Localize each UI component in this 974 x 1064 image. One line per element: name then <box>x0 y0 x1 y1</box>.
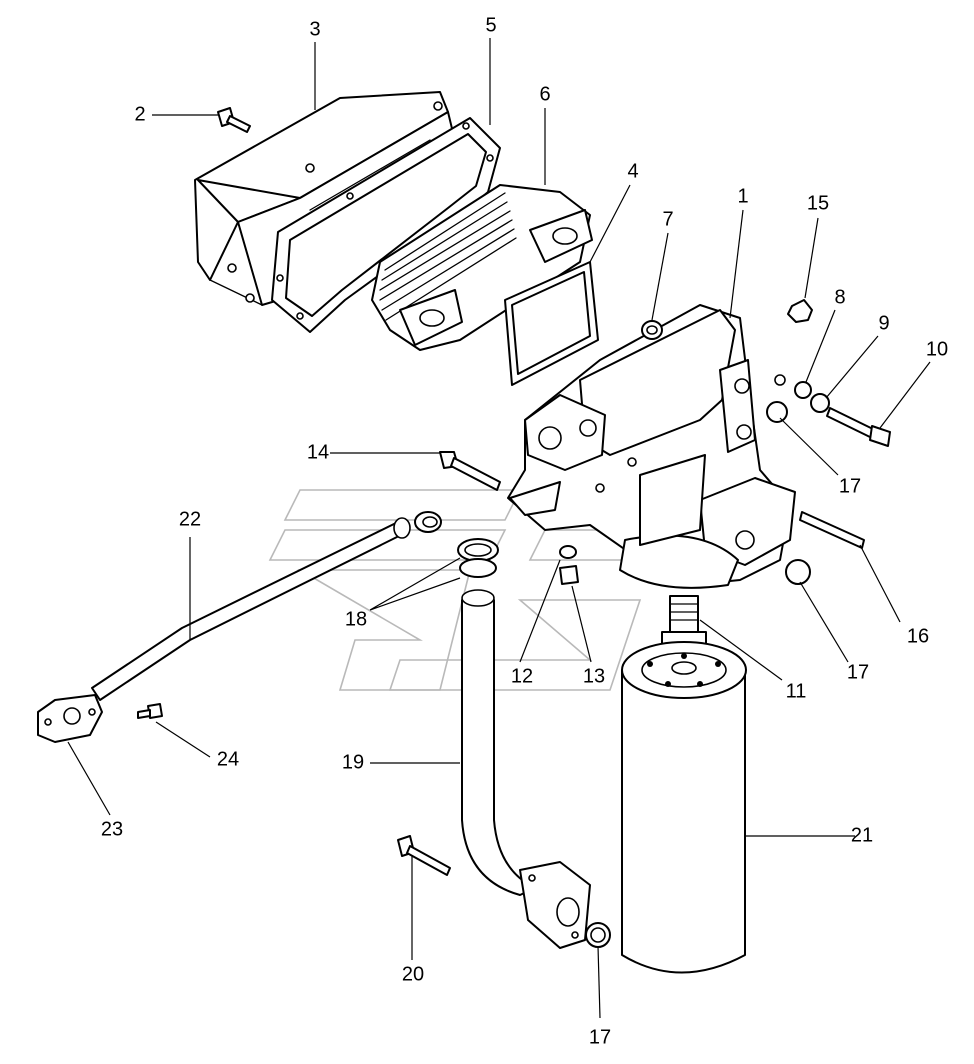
callout-7: 7 <box>662 208 673 230</box>
nut <box>787 299 813 323</box>
callout-1: 1 <box>737 185 748 207</box>
callout-21: 21 <box>851 824 873 846</box>
callout-5: 5 <box>485 14 496 36</box>
seal-ring <box>794 381 812 399</box>
cover-bolt <box>217 107 251 133</box>
callout-12: 12 <box>511 665 533 687</box>
o-ring-inner <box>590 927 606 943</box>
stud <box>799 511 865 549</box>
bolt <box>439 451 501 491</box>
callout-23: 23 <box>101 818 123 840</box>
callout-17-upper: 17 <box>839 475 861 497</box>
callout-15: 15 <box>807 192 829 214</box>
callout-18: 18 <box>345 608 367 630</box>
callout-20: 20 <box>402 963 424 985</box>
callout-17-right: 17 <box>847 661 869 683</box>
callout-24: 24 <box>217 748 239 770</box>
filter-head-housing <box>507 304 796 589</box>
callout-2: 2 <box>134 103 145 125</box>
screw <box>137 703 163 719</box>
o-ring <box>785 559 811 585</box>
washer <box>559 545 577 559</box>
banjo-bolt <box>826 407 891 447</box>
filter-cartridge <box>621 641 747 974</box>
callout-16: 16 <box>907 625 929 647</box>
callout-17-lower: 17 <box>589 1026 611 1048</box>
callout-14: 14 <box>307 441 329 463</box>
callout-13: 13 <box>583 665 605 687</box>
callout-11: 11 <box>786 680 807 702</box>
callout-3: 3 <box>309 18 320 40</box>
callout-4: 4 <box>627 160 638 182</box>
callout-19: 19 <box>342 751 364 773</box>
return-pipe <box>461 589 591 949</box>
callout-9: 9 <box>878 312 889 334</box>
callout-8: 8 <box>834 286 845 308</box>
o-ring <box>766 401 788 423</box>
callout-labels: 1 2 3 4 5 6 7 8 9 10 11 12 13 14 15 16 1… <box>101 14 948 1048</box>
callout-22: 22 <box>179 508 201 530</box>
callout-10: 10 <box>926 338 948 360</box>
plug <box>559 565 579 585</box>
frame-gasket <box>504 261 599 386</box>
callout-6: 6 <box>539 83 550 105</box>
bolt <box>397 835 451 876</box>
seal-rings <box>414 511 499 578</box>
washer <box>810 393 830 413</box>
flange-gasket <box>37 694 103 743</box>
o-ring-inner <box>646 325 658 335</box>
leader-lines <box>67 38 931 1019</box>
